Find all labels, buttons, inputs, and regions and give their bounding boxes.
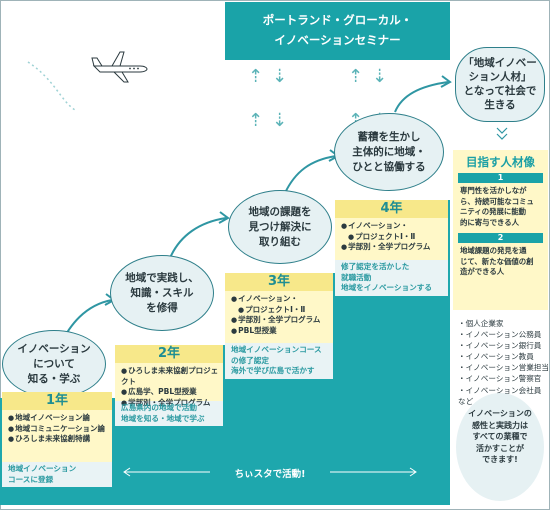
year-3-panel: 3年 イノベーション・ プロジェクトⅠ・Ⅱ 学部別・全学プログラム PBL型授業… (225, 273, 333, 379)
talent-number-2: 2 (458, 233, 543, 243)
talent-title: 目指す人材像 (466, 155, 535, 169)
up-arrow-icon: ⇡ (248, 66, 264, 87)
progress-arrow-4 (394, 81, 449, 113)
target-talent-box: 目指す人材像 1 専門性を活かしなが ら、持続可能なコミュ ニティの発展に能動 … (453, 150, 548, 310)
step-4-blob: 蓄積を生かし 主体的に地域・ ひとと協働する (334, 113, 444, 191)
banner-line-1: ポートランド・グローカル・ (262, 13, 413, 27)
year-3-title: 3年 (225, 273, 333, 291)
down-arrow-icon: ⇣ (272, 66, 288, 87)
year-2-title: 2年 (115, 345, 223, 363)
year-4-note: 修了認定を活かした 就職活動 地域をイノベーションする (335, 260, 448, 296)
airplane-icon (91, 51, 148, 83)
seminar-banner: ポートランド・グローカル・ イノベーションセミナー (225, 2, 450, 60)
flight-path (27, 61, 76, 111)
down-arrow-icon: ⇣ (372, 66, 388, 87)
year-2-panel: 2年 ひろしま未来協創プロジェクト 広島学、PBL型授業 学部別・全学プログラム… (115, 345, 223, 426)
year-4-panel: 4年 イノベーション・ プロジェクトⅠ・Ⅱ 学部別・全学プログラム 修了認定を活… (335, 200, 448, 296)
talent-number-1: 1 (458, 173, 543, 183)
step-3-blob: 地域の課題を 見つけ解決に 取り組む (228, 190, 332, 264)
talent-description-1: 専門性を活かしなが ら、持続可能なコミュ ニティの発展に能動 的に寄与できる人 (460, 186, 534, 227)
step-1-blob: イノベーション について 知る・学ぶ (2, 330, 106, 398)
goal-box: 「地域イノベー ション人材」 となって社会で 生きる (455, 47, 545, 122)
step-2-blob: 地域で実践し、 知識・スキル を修得 (110, 255, 214, 331)
year-2-note: 広島県内の地域で活動 地域を知る・地域で学ぶ (115, 401, 223, 426)
year-3-note: 地域イノベーションコース の修了認定 海外で学び広島で活かす (225, 343, 333, 379)
down-arrow-icon: ⇣ (272, 110, 288, 131)
talent-description-2: 地域課題の発見を通 じて、新たな価値の創 造ができる人 (460, 246, 534, 276)
banner-line-2: イノベーションセミナー (274, 33, 401, 47)
year-1-panel: 1年 地域イノベーション論 地域コミュニケーション論 ひろしま未来協創特講 地域… (2, 392, 112, 487)
progress-arrow-3 (284, 155, 337, 194)
progress-arrow-2 (169, 217, 227, 259)
career-list: ・個人企業家 ・イノベーション公務員 ・イノベーション銀行員 ・イノベーション教… (458, 319, 549, 406)
year-4-title: 4年 (335, 200, 448, 218)
year-1-title: 1年 (2, 392, 112, 410)
activity-label: ちぃスタで活動! (234, 469, 306, 480)
message-bubble: イノベーションの 感性と実践力は すべての業種で 活かすことが できます! (456, 393, 544, 501)
up-arrow-icon: ⇡ (248, 110, 264, 131)
year-1-note: 地域イノベーション コースに登録 (2, 462, 112, 487)
up-arrow-icon: ⇡ (348, 66, 364, 87)
